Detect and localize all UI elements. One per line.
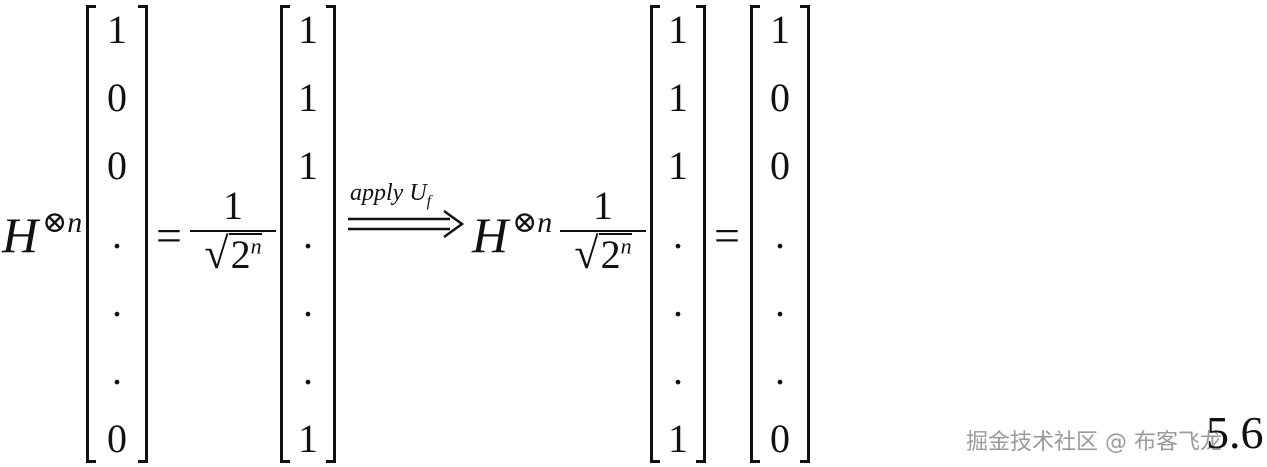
- arrow-label-subscript: f: [426, 192, 432, 210]
- matrix-cell: .: [673, 348, 683, 393]
- equals-sign-1: =: [156, 210, 182, 261]
- matrix-cell: 0: [107, 75, 127, 120]
- matrix-cell: 0: [770, 143, 790, 188]
- hadamard-operator-1: H ⊗n: [2, 207, 82, 263]
- matrix-cell: 0: [770, 75, 790, 120]
- right-bracket: [138, 5, 148, 463]
- matrix-cell: .: [303, 212, 313, 257]
- figure-number: 5.6: [1206, 407, 1264, 458]
- hadamard-operator-2: H ⊗n: [472, 207, 552, 263]
- matrix-cell: 1: [298, 416, 318, 461]
- matrix-cell: 1: [107, 7, 127, 52]
- sqrt-base: 2: [230, 232, 251, 277]
- implies-arrow-icon: [348, 209, 465, 239]
- sqrt-exponent: n: [620, 233, 632, 259]
- matrix-uniform: 1 1 1 . . . 1: [280, 5, 336, 463]
- fraction-numerator: 1: [593, 183, 613, 228]
- matrix-cell: 1: [298, 7, 318, 52]
- equals-sign-2: =: [714, 210, 740, 261]
- right-bracket: [326, 5, 336, 463]
- matrix-cell: 0: [107, 143, 127, 188]
- matrix-cell: 1: [298, 143, 318, 188]
- matrix-cell: 1: [770, 7, 790, 52]
- fraction-bar: [190, 230, 276, 232]
- left-bracket: [280, 5, 290, 463]
- left-bracket: [750, 5, 760, 463]
- matrix-cell: .: [775, 212, 785, 257]
- normalization-fraction-2: 1 √2n: [560, 186, 646, 276]
- matrix-input: 1 0 0 . . . 0: [86, 5, 148, 463]
- sqrt-base: 2: [600, 232, 621, 277]
- operator-superscript: ⊗n: [512, 206, 553, 239]
- sqrt-icon: √: [574, 229, 599, 278]
- matrix-cell: 0: [770, 416, 790, 461]
- matrix-cell: .: [673, 212, 683, 257]
- arrow-label: apply Uf: [350, 180, 470, 211]
- matrix-output: 1 0 0 . . . 0: [750, 5, 810, 463]
- left-bracket: [86, 5, 96, 463]
- matrix-after-oracle: 1 1 1 . . . 1: [650, 5, 706, 463]
- operator-base: H: [2, 207, 39, 263]
- matrix-cell: 1: [298, 75, 318, 120]
- matrix-cell: .: [112, 348, 122, 393]
- fraction-denominator: √2n: [190, 232, 276, 276]
- matrix-cell: .: [775, 348, 785, 393]
- matrix-cell: .: [112, 280, 122, 325]
- matrix-cell: .: [775, 280, 785, 325]
- right-bracket: [696, 5, 706, 463]
- matrix-cell: 1: [668, 416, 688, 461]
- left-bracket: [650, 5, 660, 463]
- matrix-cell: .: [303, 348, 313, 393]
- matrix-cell: 1: [668, 7, 688, 52]
- sqrt-icon: √: [204, 229, 229, 278]
- matrix-cell: 1: [668, 143, 688, 188]
- normalization-fraction-1: 1 √2n: [190, 186, 276, 276]
- fraction-bar: [560, 230, 646, 232]
- implies-arrow-icon: [346, 205, 466, 245]
- operator-superscript: ⊗n: [42, 206, 83, 239]
- fraction-denominator: √2n: [560, 232, 646, 276]
- right-bracket: [800, 5, 810, 463]
- matrix-cell: .: [673, 280, 683, 325]
- matrix-cell: .: [112, 212, 122, 257]
- operator-base: H: [472, 207, 509, 263]
- arrow-label-text: apply U: [350, 180, 427, 206]
- matrix-cell: .: [303, 280, 313, 325]
- watermark: 掘金技术社区 @ 布客飞龙: [966, 430, 1222, 455]
- sqrt-exponent: n: [250, 233, 262, 259]
- fraction-numerator: 1: [223, 183, 243, 228]
- matrix-cell: 1: [668, 75, 688, 120]
- matrix-cell: 0: [107, 416, 127, 461]
